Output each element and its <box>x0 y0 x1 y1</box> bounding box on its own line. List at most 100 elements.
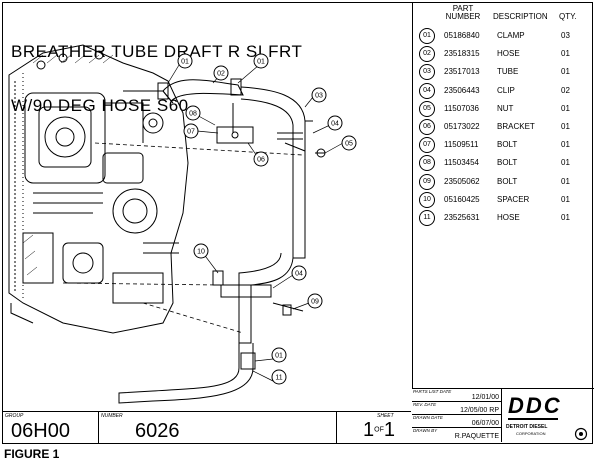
revision-info-block: PARTS LIST DATE 12/01/00 REV. DATE 12/05… <box>412 388 502 442</box>
part-description: SPACER <box>497 194 530 204</box>
svg-text:02: 02 <box>217 71 225 78</box>
table-row: 05 11507036 NUT 01 <box>413 100 595 118</box>
gear-icon <box>574 427 588 441</box>
callout-04-b: 04 <box>291 265 307 281</box>
parts-drawing-sheet: BREATHER TUBE DRAFT R SI FRT W/90 DEG HO… <box>2 2 594 444</box>
header-qty: QTY. <box>559 12 577 21</box>
sheet-indicator: 1OF1 <box>363 419 395 441</box>
item-number-badge: 11 <box>419 210 435 226</box>
part-quantity: 01 <box>561 176 570 186</box>
item-number-badge: 08 <box>419 155 435 172</box>
part-number: 05186840 <box>444 31 480 40</box>
item-number-badge: 02 <box>419 46 435 63</box>
part-quantity: 01 <box>561 194 570 204</box>
part-description: NUT <box>497 103 514 113</box>
part-number: 11509511 <box>444 140 479 150</box>
part-quantity: 01 <box>561 140 570 150</box>
svg-text:11: 11 <box>275 375 282 382</box>
svg-text:01: 01 <box>181 59 189 66</box>
item-number-badge: 05 <box>419 100 435 117</box>
item-number-badge: 06 <box>419 119 435 135</box>
table-row: 08 11503454 BOLT 01 <box>413 154 595 172</box>
part-description: BOLT <box>497 158 518 168</box>
logo-subtitle: DETROIT DIESEL <box>506 424 548 430</box>
part-description: TUBE <box>497 67 519 77</box>
callout-01-b: 01 <box>253 53 269 69</box>
part-description: BOLT <box>497 140 518 150</box>
part-number: 23518315 <box>444 49 480 59</box>
item-number-badge: 01 <box>419 28 435 44</box>
svg-text:03: 03 <box>315 93 323 100</box>
svg-text:09: 09 <box>311 299 319 306</box>
svg-text:05: 05 <box>345 141 353 148</box>
table-row: 06 05173022 BRACKET 01 <box>413 118 595 136</box>
part-quantity: 01 <box>561 213 570 222</box>
part-description: CLIP <box>497 85 515 95</box>
svg-text:08: 08 <box>189 111 197 118</box>
table-row: 11 23525631 HOSE 01 <box>413 209 595 227</box>
figure-label: FIGURE 1 <box>4 447 60 461</box>
header-description: DESCRIPTION <box>493 12 548 21</box>
ddc-logo: DDC <box>508 393 562 418</box>
callout-05: 05 <box>341 135 357 151</box>
group-cell: GROUP 06H00 <box>3 412 99 443</box>
part-number: 11507036 <box>444 103 479 113</box>
parts-list-date-row: PARTS LIST DATE 12/01/00 <box>412 389 502 402</box>
part-quantity: 01 <box>561 158 570 168</box>
svg-text:07: 07 <box>187 129 195 136</box>
number-value: 6026 <box>135 420 180 442</box>
svg-text:01: 01 <box>275 353 283 360</box>
number-cell: NUMBER 6026 <box>99 412 337 443</box>
part-description: HOSE <box>497 49 520 59</box>
part-number: 11503454 <box>444 158 479 168</box>
part-quantity: 01 <box>561 122 570 131</box>
item-number-badge: 07 <box>419 137 435 154</box>
callout-08: 08 <box>185 105 201 121</box>
title-block: GROUP 06H00 NUMBER 6026 SHEET 1OF1 <box>3 411 411 443</box>
item-number-badge: 04 <box>419 82 435 99</box>
exploded-view-drawing: 01 02 01 03 04 05 08 07 06 10 04 09 01 1… <box>8 44 357 404</box>
table-row: 07 11509511 BOLT 01 <box>413 136 595 154</box>
table-row: 01 05186840 CLAMP 03 <box>413 27 595 45</box>
engine-block <box>8 44 189 334</box>
callout-01-a: 01 <box>177 53 193 69</box>
callout-02: 02 <box>213 65 229 81</box>
part-number: 23517013 <box>444 67 480 77</box>
callout-11: 11 <box>271 369 287 385</box>
callout-10: 10 <box>193 243 209 259</box>
part-quantity: 01 <box>561 103 570 113</box>
part-number: 05173022 <box>444 122 480 131</box>
table-row: 02 23518315 HOSE 01 <box>413 45 595 63</box>
part-description: BOLT <box>497 176 518 186</box>
svg-text:04: 04 <box>331 121 339 128</box>
title-line-1: BREATHER TUBE DRAFT R SI FRT <box>11 42 303 61</box>
part-description: HOSE <box>497 213 520 222</box>
svg-text:10: 10 <box>197 249 205 256</box>
sheet-cell: SHEET 1OF1 <box>363 413 395 441</box>
logo-corp: CORPORATION <box>516 431 546 436</box>
title-line-2: W/90 DEG HOSE S60 <box>11 96 189 115</box>
callout-07: 07 <box>183 123 199 139</box>
drawn-date-row: DRAWN DATE 06/07/00 <box>412 415 502 428</box>
part-number: 05160425 <box>444 194 480 204</box>
callout-03: 03 <box>311 87 327 103</box>
part-number: 23525631 <box>444 213 480 222</box>
part-quantity: 03 <box>561 31 570 40</box>
part-description: CLAMP <box>497 31 525 40</box>
part-quantity: 01 <box>561 49 570 59</box>
part-quantity: 02 <box>561 85 570 95</box>
callout-01-c: 01 <box>271 347 287 363</box>
part-description: BRACKET <box>497 122 535 131</box>
group-value: 06H00 <box>11 420 70 442</box>
svg-text:06: 06 <box>257 157 265 164</box>
rev-date-row: REV. DATE 12/05/00 RP <box>412 402 502 415</box>
item-number-badge: 09 <box>419 173 435 190</box>
ddc-logo-block: DDC DETROIT DIESEL CORPORATION <box>502 388 594 442</box>
part-quantity: 01 <box>561 67 570 77</box>
callout-09: 09 <box>307 293 323 309</box>
